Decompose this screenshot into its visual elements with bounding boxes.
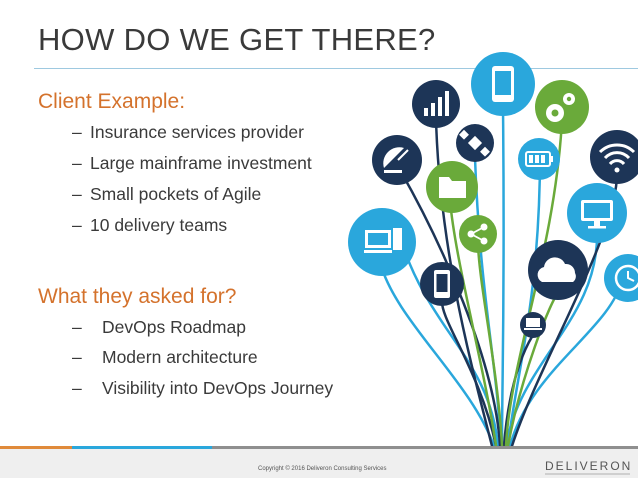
bullet-item: DevOps Roadmap: [102, 317, 246, 337]
bullet-item: Modern architecture: [102, 347, 258, 367]
bullet-item: Insurance services provider: [90, 122, 304, 142]
smartphone-icon: [420, 262, 464, 306]
satellite-icon: [456, 124, 494, 162]
cloud-icon: [528, 240, 588, 300]
bullet-item: 10 delivery teams: [90, 215, 228, 235]
footer-band: [0, 446, 638, 478]
wifi-icon: [590, 130, 638, 184]
bullet-dash: –: [72, 184, 82, 204]
folder-icon: [426, 161, 478, 213]
footer-strip-orange: [0, 446, 72, 449]
section-heading-asked-for: What they asked for?: [38, 285, 237, 308]
monitor-icon: [567, 183, 627, 243]
bullet-item: Large mainframe investment: [90, 153, 312, 173]
bullet-dash: –: [72, 378, 82, 398]
bullet-dash: –: [72, 122, 82, 142]
clock-icon: [604, 254, 638, 302]
share-icon: [459, 215, 497, 253]
technology-tree-illustration: [348, 52, 638, 446]
copyright-text: Copyright © 2016 Deliveron Consulting Se…: [258, 466, 387, 472]
footer-strip: [0, 446, 638, 449]
bullet-dash: –: [72, 347, 82, 367]
bullet-dash: –: [72, 215, 82, 235]
battery-icon: [518, 138, 560, 180]
desktop-computer-icon: [348, 208, 416, 276]
title-divider: [34, 68, 638, 69]
bullet-dash: –: [72, 153, 82, 173]
section-heading-client-example: Client Example:: [38, 90, 186, 113]
slide-title: HOW DO WE GET THERE?: [38, 22, 436, 57]
deliveron-logo: DELIVERON: [545, 459, 633, 473]
bar-chart-icon: [412, 80, 460, 128]
mobile-phone-icon: [471, 52, 535, 116]
satellite-dish-icon: [372, 135, 422, 185]
bullet-dash: –: [72, 317, 82, 337]
logo-tagline: [545, 473, 630, 475]
laptop-icon: [520, 312, 546, 338]
gear-icon: [535, 80, 589, 134]
footer-strip-blue: [72, 446, 212, 449]
bullet-item: Small pockets of Agile: [90, 184, 262, 204]
bullet-item: Visibility into DevOps Journey: [102, 378, 334, 398]
